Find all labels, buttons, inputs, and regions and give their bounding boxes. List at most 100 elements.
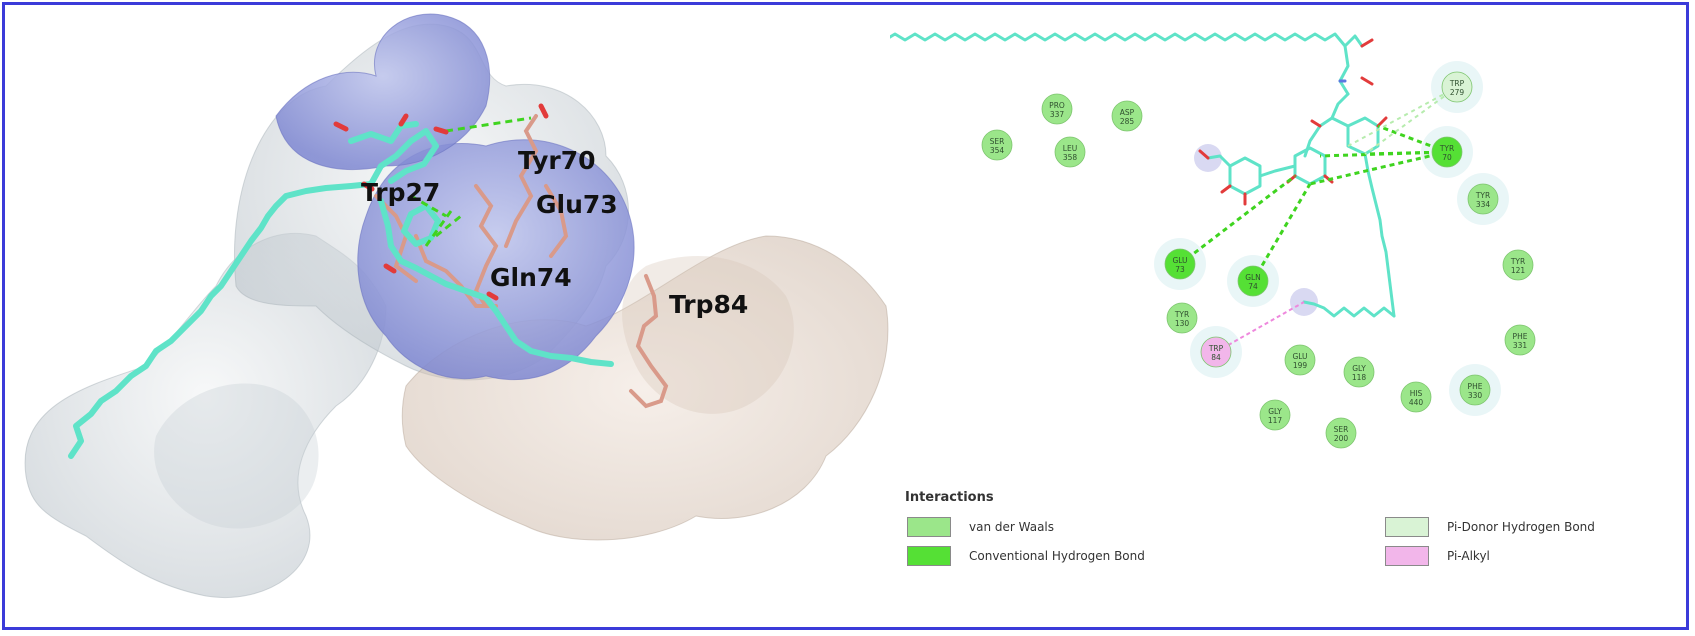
residue-name: TYR — [1510, 257, 1525, 266]
residue-disc — [1111, 100, 1143, 132]
residue-disc — [1041, 93, 1073, 125]
residue-disc — [1400, 381, 1432, 413]
legend-label-vdw: van der Waals — [969, 520, 1055, 534]
ligand-2d-skeleton — [890, 32, 1396, 318]
residue-number: 199 — [1293, 361, 1308, 370]
residue-disc — [1054, 136, 1086, 168]
residue-name: HIS — [1410, 389, 1423, 398]
residue-number: 70 — [1442, 153, 1452, 162]
residue-disc — [1441, 71, 1473, 103]
residue-number: 279 — [1450, 88, 1465, 97]
legend-label-conv-hbond: Conventional Hydrogen Bond — [969, 549, 1145, 563]
hbond-lines-3d — [410, 116, 532, 247]
legend-item-vdw: van der Waals — [907, 516, 1054, 538]
residue-number: 354 — [990, 146, 1005, 155]
residue-number: 330 — [1468, 391, 1483, 400]
residue-disc — [1200, 336, 1232, 368]
interaction-line-gln74 — [1251, 183, 1312, 282]
residue-name: GLU — [1172, 256, 1187, 265]
label-tyr70: Tyr70 — [518, 146, 596, 175]
residue-number: 358 — [1063, 153, 1078, 162]
label-gln74: Gln74 — [490, 263, 572, 292]
binding-pocket-3d-view: Tyr70 Trp27 Glu73 Gln74 Trp84 — [24, 13, 889, 598]
residue-number: 331 — [1513, 341, 1528, 350]
residue-disc — [1459, 374, 1491, 406]
interaction-line-trp84 — [1215, 301, 1305, 353]
residue-name: GLN — [1245, 273, 1261, 282]
residue-disc — [1431, 136, 1463, 168]
residue-number: 285 — [1120, 117, 1135, 126]
residue-name: SER — [1334, 425, 1349, 434]
residue-name: TYR — [1174, 310, 1189, 319]
interaction-line-glu73 — [1179, 174, 1296, 266]
residue-number: 121 — [1511, 266, 1526, 275]
residue-name: ASP — [1120, 108, 1135, 117]
residue-number: 74 — [1248, 282, 1258, 291]
residue-name: PHE — [1513, 332, 1528, 341]
residue-disc — [1164, 248, 1196, 280]
residue-name: TYR — [1439, 144, 1454, 153]
residue-name: GLY — [1352, 364, 1366, 373]
residue-disc — [1325, 417, 1357, 449]
interaction-line-trp279 — [1364, 86, 1458, 155]
residue-number: 118 — [1352, 373, 1367, 382]
protein-surface — [24, 13, 889, 598]
legend-label-pi-donor: Pi-Donor Hydrogen Bond — [1447, 520, 1595, 534]
residue-disc — [1237, 265, 1269, 297]
residue-name: SER — [990, 137, 1005, 146]
legend-item-pi-alkyl: Pi-Alkyl — [1385, 545, 1490, 567]
legend-item-conv-hbond: Conventional Hydrogen Bond — [907, 545, 1145, 567]
oxygen-atoms — [333, 103, 549, 301]
legend-swatch-pi-alkyl — [1385, 546, 1429, 566]
legend-swatch-pi-donor — [1385, 517, 1429, 537]
residue-disc — [1284, 344, 1316, 376]
residue-name: TRP — [1449, 79, 1465, 88]
residue-disc — [1504, 324, 1536, 356]
residue-number: 334 — [1476, 200, 1491, 209]
residue-name: GLU — [1292, 352, 1307, 361]
residue-number: 130 — [1175, 319, 1190, 328]
residue-number: 440 — [1409, 398, 1424, 407]
interaction-legend: Interactions van der Waals Conventional … — [905, 490, 1665, 600]
residue-name: LEU — [1063, 144, 1077, 153]
residue-name: PHE — [1468, 382, 1483, 391]
legend-item-pi-donor: Pi-Donor Hydrogen Bond — [1385, 516, 1595, 538]
residue-disc — [1502, 249, 1534, 281]
residue-number: 84 — [1211, 353, 1221, 362]
residue-disc — [1259, 399, 1291, 431]
residue-number: 117 — [1268, 416, 1283, 425]
residue-name: TYR — [1475, 191, 1490, 200]
residue-number: 200 — [1334, 434, 1349, 443]
interaction-line-tyr70 — [1319, 150, 1448, 158]
residue-sticks — [374, 114, 669, 409]
legend-swatch-conv-hbond — [907, 546, 951, 566]
interaction-line-tyr70 — [1309, 150, 1448, 186]
residue-disc — [1343, 356, 1375, 388]
legend-swatch-vdw — [907, 517, 951, 537]
residue-name: GLY — [1268, 407, 1282, 416]
residue-name: PRO — [1049, 101, 1065, 110]
legend-title: Interactions — [905, 490, 994, 505]
residue-disc — [981, 129, 1013, 161]
residue-disc — [1166, 302, 1198, 334]
residue-disc — [1467, 183, 1499, 215]
ligand-sticks — [68, 121, 614, 459]
label-glu73: Glu73 — [536, 190, 618, 219]
residue-number: 73 — [1175, 265, 1185, 274]
